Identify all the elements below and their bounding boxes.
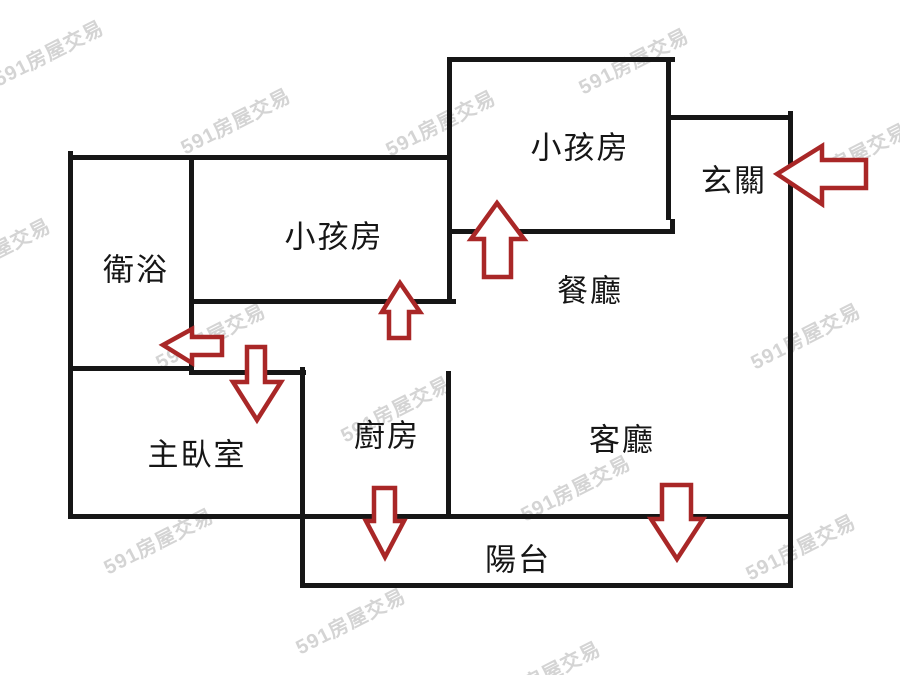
room-label-kids-room-left: 小孩房	[284, 219, 384, 255]
wall-master-kitchen-divider	[300, 367, 305, 588]
wall-bathroom-bottom	[68, 366, 194, 371]
watermark-text: 591房屋交易	[0, 17, 108, 92]
room-label-master-bedroom: 主臥室	[147, 437, 247, 473]
watermark-text: 591房屋交易	[382, 87, 500, 162]
wall-top-left-section	[68, 155, 452, 160]
wall-balcony-bottom	[300, 583, 793, 588]
wall-kids-room-top-right	[666, 57, 671, 220]
watermark-text: 591房屋交易	[485, 633, 605, 675]
wall-kitchen-living-divider	[446, 371, 451, 519]
watermark-text: 591房屋交易	[177, 85, 295, 160]
entry-door-arrow-left-icon	[772, 141, 869, 209]
wall-kids-room-top-stub	[670, 219, 675, 233]
wall-right-outer	[788, 111, 793, 588]
room-label-dining-room: 餐廳	[557, 273, 623, 309]
wall-bottom-main	[68, 514, 793, 519]
room-label-balcony: 陽台	[485, 542, 551, 578]
wall-bathroom-divider	[189, 157, 194, 371]
room-label-kitchen: 廚房	[354, 418, 420, 454]
wall-left-outer	[68, 151, 73, 519]
kids-room-top-door-arrow-up-icon	[466, 199, 529, 280]
bathroom-door-arrow-left-icon	[158, 325, 225, 368]
wall-kids-room-top-bottom	[447, 229, 675, 234]
kitchen-balcony-door-arrow-down-icon	[362, 485, 408, 562]
watermark-text: 591房屋交易	[0, 215, 55, 290]
kids-room-left-door-arrow-up-icon	[377, 278, 425, 341]
wall-entryway-top	[671, 115, 793, 120]
watermark-text: 591房屋交易	[747, 300, 865, 375]
living-balcony-door-arrow-down-icon	[646, 482, 708, 564]
room-label-entryway: 玄關	[701, 163, 767, 199]
master-bedroom-door-arrow-down-icon	[228, 344, 286, 425]
watermark-text: 591房屋交易	[292, 585, 410, 660]
watermark-text: 591房屋交易	[100, 505, 218, 580]
room-label-living-room: 客廳	[589, 422, 655, 458]
wall-kids-room-top-left	[447, 57, 452, 304]
room-label-bathroom: 衛浴	[103, 252, 169, 288]
room-label-kids-room-top: 小孩房	[530, 130, 630, 166]
wall-kids-room-top-top	[447, 57, 675, 62]
wall-kids-room-left-bottom	[189, 299, 456, 304]
